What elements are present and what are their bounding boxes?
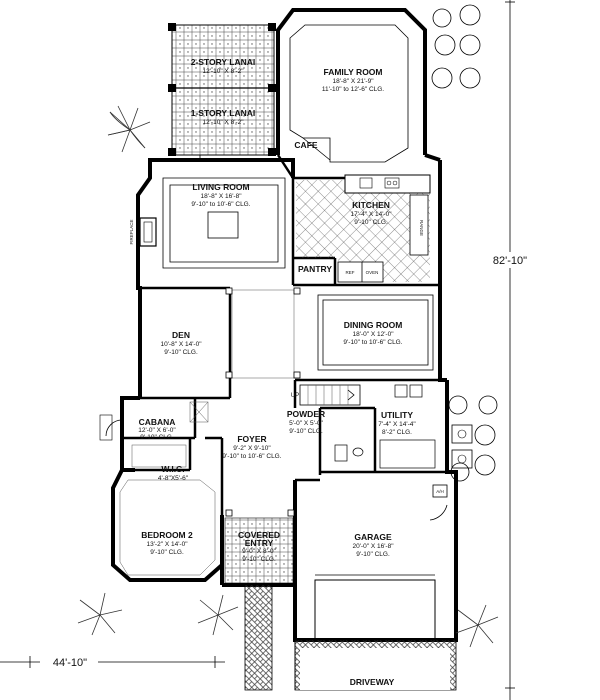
fireplace: FIREPLACE — [129, 217, 157, 247]
kitchen-floor: RANGE REF OVEN — [296, 174, 431, 283]
foyer-clg: 9'-10" to 10'-6" CLG. — [222, 453, 281, 460]
palm-plants — [77, 105, 499, 648]
garage-door — [314, 574, 436, 641]
dimension-lines: 82'-10" 44'-10" — [0, 0, 528, 700]
pantry-name: PANTRY — [298, 264, 332, 274]
utility-clg: 8'-2" CLG. — [382, 429, 412, 436]
wic-name: W.I.C. — [161, 464, 184, 474]
family-name: FAMILY ROOM — [323, 67, 382, 77]
living-clg: 9'-10" to 10'-6" CLG. — [191, 201, 250, 208]
den-clg: 9'-10" CLG. — [164, 349, 198, 356]
cabana-clg: 9'-10" CLG. — [140, 434, 174, 441]
garage-clg: 9'-10" CLG. — [356, 551, 390, 558]
cabana-name: CABANA — [139, 417, 176, 427]
lanai1-name: 1-STORY LANAI — [191, 108, 256, 118]
cabana-dim: 12'-0" X 6'-0" — [138, 427, 176, 434]
shrubs — [431, 4, 498, 482]
kitchen-clg: 9'-10" CLG. — [354, 219, 388, 226]
garage-name: GARAGE — [354, 532, 392, 542]
oven-label: OVEN — [366, 270, 379, 275]
room-labels: 2-STORY LANAI 12'-10" X 8'-2" 1-STORY LA… — [138, 57, 416, 687]
dining-name: DINING ROOM — [344, 320, 403, 330]
utility-dim: 7'-4" X 14'-4" — [378, 421, 416, 428]
up-label: UP — [291, 393, 299, 399]
family-dim: 18'-8" X 21'-9" — [332, 78, 374, 85]
powder-clg: 9'-10" CLG. — [289, 428, 323, 435]
kitchen-dim: 17'-4" X 14'-0" — [350, 211, 392, 218]
family-clg: 11'-10" to 12'-6" CLG. — [322, 86, 384, 93]
entry-dim: 9'-0" X 8'-0" — [242, 548, 277, 555]
cafe-name: CAFE — [294, 140, 317, 150]
dining-clg: 9'-10" to 10'-6" CLG. — [343, 339, 402, 346]
width-dimension: 44'-10" — [53, 657, 87, 669]
foyer-dim: 9'-2" X 9'-10" — [233, 445, 271, 452]
entry-clg: 9'-10" CLG. — [242, 556, 276, 563]
wic-dim: 4'-8"X5'-6" — [158, 475, 189, 482]
fireplace-label: FIREPLACE — [129, 219, 134, 244]
stairs: UP — [291, 384, 361, 406]
den-dim: 10'-8" X 14'-0" — [160, 341, 202, 348]
gallery-columns — [225, 287, 301, 379]
garage-dim: 20'-0" X 16'-8" — [352, 543, 394, 550]
foyer-name: FOYER — [237, 434, 266, 444]
powder-dim: 5'-0" X 5'-0" — [289, 420, 324, 427]
powder-name: POWDER — [287, 409, 325, 419]
bedroom2-name: BEDROOM 2 — [141, 530, 193, 540]
lanai2-dim: 12'-10" X 8'-2" — [202, 68, 244, 75]
lanai1-dim: 12'-10" X 8'-2" — [202, 119, 244, 126]
bedroom2-clg: 9'-10" CLG. — [150, 549, 184, 556]
utility-name: UTILITY — [381, 410, 413, 420]
ah-label: A/H — [436, 489, 444, 494]
kitchen-name: KITCHEN — [352, 200, 390, 210]
bedroom2-dim: 13'-2" X 14'-0" — [146, 541, 188, 548]
depth-dimension: 82'-10" — [493, 255, 527, 267]
range-label: RANGE — [419, 220, 424, 236]
driveway-label: DRIVEWAY — [350, 677, 395, 687]
ref-label: REF — [346, 270, 355, 275]
den-name: DEN — [172, 330, 190, 340]
living-name: LIVING ROOM — [192, 182, 249, 192]
lanai-area — [168, 23, 276, 160]
living-dim: 18'-8" X 16'-8" — [200, 193, 242, 200]
driveway — [244, 584, 457, 691]
lanai2-name: 2-STORY LANAI — [191, 57, 256, 67]
dining-dim: 18'-0" X 12'-0" — [352, 331, 394, 338]
